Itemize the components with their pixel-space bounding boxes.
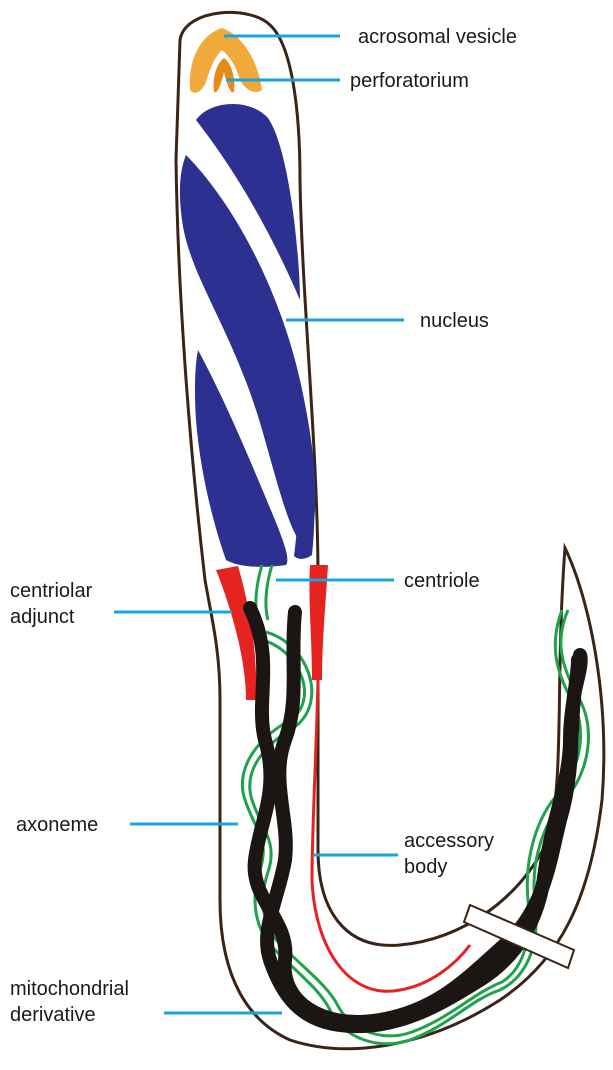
label-acrosomal-vesicle: acrosomal vesicle <box>358 24 517 50</box>
label-nucleus: nucleus <box>420 308 489 334</box>
label-perforatorium: perforatorium <box>350 68 469 94</box>
label-axoneme: axoneme <box>16 812 98 838</box>
label-accessory-body-line1: accessory <box>404 828 494 854</box>
label-centriolar-adjunct-line2: adjunct <box>10 604 75 630</box>
label-mitochondrial-derivative-line1: mitochondrial <box>10 976 129 1002</box>
label-accessory-body-line2: body <box>404 854 447 880</box>
label-mitochondrial-derivative-line2: derivative <box>10 1002 96 1028</box>
centriolar-adjunct-right <box>309 565 328 680</box>
label-centriole: centriole <box>404 568 480 594</box>
label-centriolar-adjunct-line1: centriolar <box>10 578 92 604</box>
